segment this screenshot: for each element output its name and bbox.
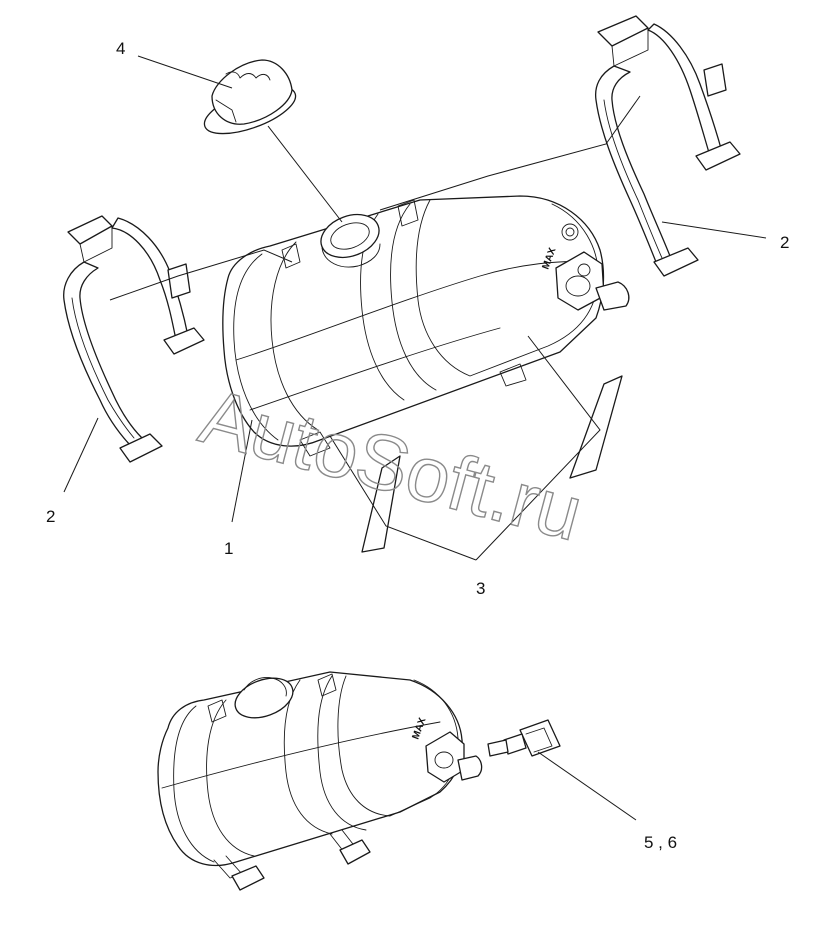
left-strap	[63, 215, 205, 463]
leader-lines	[63, 55, 767, 821]
tank-body: MAX	[222, 195, 630, 457]
callout-sensor: 5 , 6	[644, 833, 677, 852]
callout-pad: 3	[476, 579, 485, 598]
filler-cap	[203, 59, 297, 135]
right-strap	[594, 15, 741, 277]
assembled-tank: MAX	[157, 671, 483, 891]
callout-tank: 1	[224, 539, 233, 558]
callout-strap-left: 2	[46, 507, 55, 526]
level-sensor	[487, 719, 561, 757]
callout-cap: 4	[116, 39, 125, 58]
mounting-pads	[361, 375, 623, 553]
callout-strap-right: 2	[780, 233, 789, 252]
